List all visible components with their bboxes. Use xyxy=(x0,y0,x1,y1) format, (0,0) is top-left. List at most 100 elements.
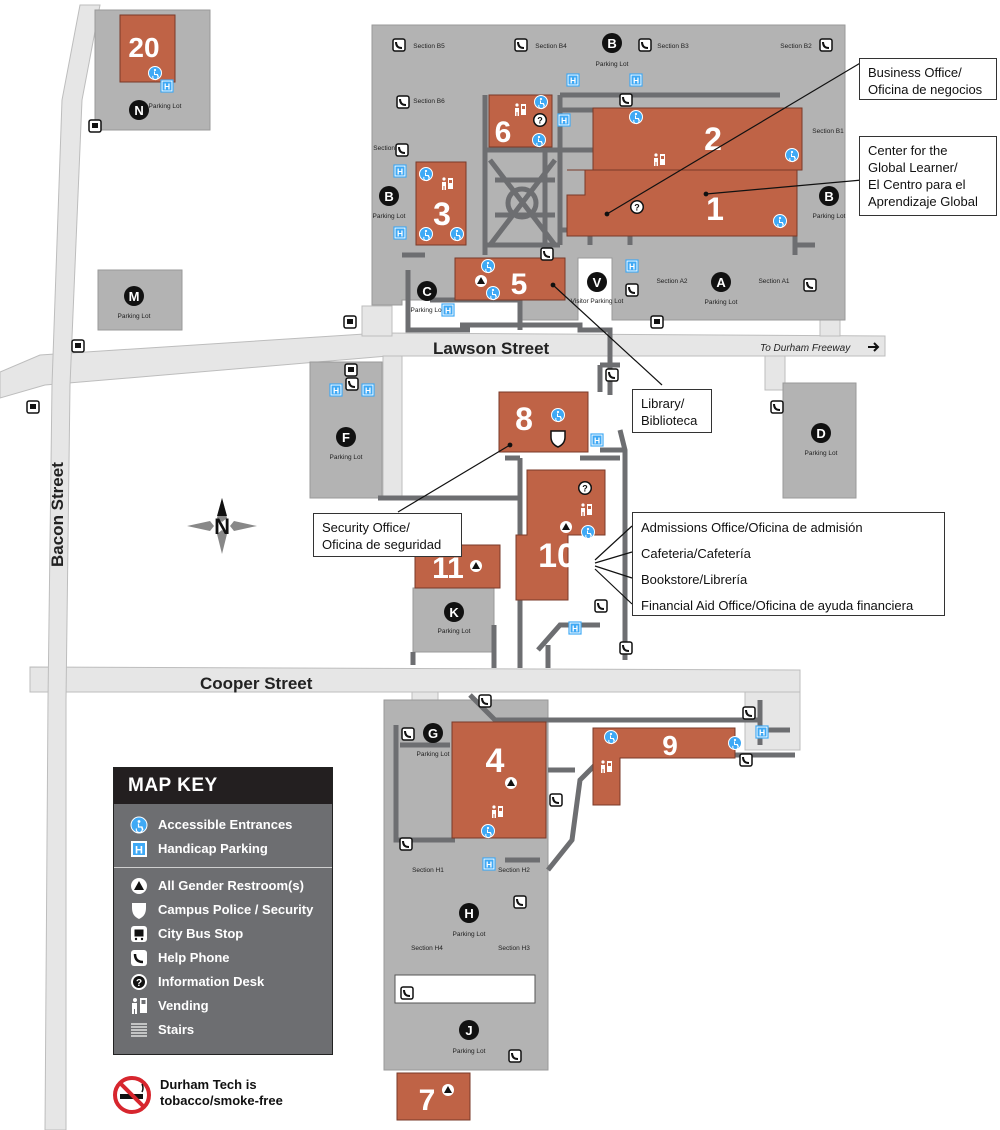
svg-text:?: ? xyxy=(136,978,142,989)
building-20 xyxy=(119,14,176,83)
building-20-label: 20 xyxy=(128,32,159,63)
bacon-street-label: Bacon Street xyxy=(48,462,67,567)
svg-text:Parking Lot: Parking Lot xyxy=(330,454,363,461)
global-line-2: Global Learner/ xyxy=(868,160,958,175)
no-smoking-notice: Durham Tech is tobacco/smoke-free xyxy=(112,1075,352,1115)
building-8-label: 8 xyxy=(515,401,533,437)
library-line-1: Library/ xyxy=(641,396,685,411)
lot-k: K xyxy=(444,602,464,622)
svg-text:Section H2: Section H2 xyxy=(498,867,530,874)
lot-markers: B Parking Lot B Parking Lot B Parking Lo… xyxy=(118,33,846,1055)
no-smoking-icon xyxy=(113,1076,151,1114)
svg-text:Parking Lot: Parking Lot xyxy=(118,313,151,320)
svg-text:Parking Lot: Parking Lot xyxy=(417,751,450,758)
svg-text:Parking Lot: Parking Lot xyxy=(411,307,444,314)
lot-c: C xyxy=(417,281,437,301)
svg-text:Section B3: Section B3 xyxy=(657,43,689,50)
business-line-1: Business Office/ xyxy=(868,65,962,80)
global-line-3: El Centro para el xyxy=(868,177,966,192)
building-7-label: 7 xyxy=(419,1084,436,1117)
svg-text:Section H4: Section H4 xyxy=(411,945,443,952)
no-smoking-line-1: Durham Tech is xyxy=(160,1077,257,1092)
svg-text:Section B5: Section B5 xyxy=(413,43,445,50)
svg-text:Section A2: Section A2 xyxy=(656,278,687,285)
library-line-2: Biblioteca xyxy=(641,413,698,428)
info-desk-icon: ? xyxy=(131,974,147,990)
building-6-label: 6 xyxy=(495,116,512,149)
financial-aid-line: Financial Aid Office/Oficina de ayuda fi… xyxy=(641,598,914,613)
lot-d: D xyxy=(811,423,831,443)
lot-f: F xyxy=(336,427,356,447)
svg-text:B: B xyxy=(824,189,833,204)
bookstore-line: Bookstore/Librería xyxy=(641,572,748,587)
freeway-arrow-icon xyxy=(868,342,880,352)
svg-text:Parking Lot: Parking Lot xyxy=(373,213,406,220)
svg-text:K: K xyxy=(449,605,459,620)
building-9 xyxy=(592,727,736,806)
svg-text:Visitor Parking Lot: Visitor Parking Lot xyxy=(571,298,624,305)
svg-text:H: H xyxy=(464,906,473,921)
compass-icon: N xyxy=(187,498,257,554)
restroom-icon xyxy=(131,878,147,894)
police-shield-icon xyxy=(132,903,146,919)
vending-icon xyxy=(132,998,147,1014)
svg-text:Parking Lot: Parking Lot xyxy=(438,628,471,635)
svg-text:C: C xyxy=(422,284,432,299)
business-line-2: Oficina de negocios xyxy=(868,82,983,97)
business-office-callout: Business Office/ Oficina de negocios xyxy=(859,58,997,100)
svg-text:J: J xyxy=(465,1023,472,1038)
lot-h: H xyxy=(459,903,479,923)
security-office-callout: Security Office/ Oficina de seguridad xyxy=(313,513,462,557)
svg-text:Parking Lot: Parking Lot xyxy=(149,103,182,110)
bus-stop-icon xyxy=(131,926,147,942)
building-11-label: 11 xyxy=(432,552,464,585)
cafeteria-line: Cafeteria/Cafetería xyxy=(641,546,751,561)
lot-n: N xyxy=(129,100,149,120)
section-labels: Section B5 Section B4 Section B3 Section… xyxy=(373,43,844,952)
building-3-label: 3 xyxy=(433,196,451,232)
building-8 xyxy=(498,391,589,453)
no-smoking-line-2: tobacco/smoke-free xyxy=(160,1093,283,1108)
svg-text:Parking Lot: Parking Lot xyxy=(805,450,838,457)
building-2-label: 2 xyxy=(704,121,722,157)
svg-text:Parking Lot: Parking Lot xyxy=(453,931,486,938)
svg-text:N: N xyxy=(134,103,143,118)
global-line-4: Aprendizaje Global xyxy=(868,194,978,209)
svg-text:Section B4: Section B4 xyxy=(535,43,567,50)
lot-m: M xyxy=(124,286,144,306)
lot-j: J xyxy=(459,1020,479,1040)
callout-leaders xyxy=(397,61,863,605)
map-key: MAP KEY Accessible Entrances H Handicap … xyxy=(113,767,333,1055)
lot-b-top: B xyxy=(602,33,622,53)
lot-a: A xyxy=(711,272,731,292)
building-10-label: 10 xyxy=(538,537,576,575)
svg-text:Parking Lot: Parking Lot xyxy=(596,61,629,68)
cooper-street-label: Cooper Street xyxy=(200,674,313,693)
building-1-label: 1 xyxy=(706,191,724,227)
svg-text:Section B7: Section B7 xyxy=(373,145,405,152)
library-callout: Library/ Biblioteca xyxy=(632,389,712,433)
svg-text:H: H xyxy=(135,845,143,857)
svg-text:D: D xyxy=(816,426,825,441)
building-2 xyxy=(592,107,803,171)
lawson-street-label: Lawson Street xyxy=(433,339,550,358)
building-9-label: 9 xyxy=(662,730,678,761)
map-key-title: MAP KEY xyxy=(114,768,332,804)
building-1 xyxy=(566,169,798,237)
svg-text:F: F xyxy=(342,430,350,445)
global-learner-callout: Center for the Global Learner/ El Centro… xyxy=(859,136,997,216)
svg-text:Section A1: Section A1 xyxy=(758,278,789,285)
security-line-1: Security Office/ xyxy=(322,520,410,535)
lot-b-right: B xyxy=(819,186,839,206)
svg-text:Parking Lot: Parking Lot xyxy=(453,1048,486,1055)
lot-g: G xyxy=(423,723,443,743)
admissions-callout: Admissions Office/Oficina de admisión Ca… xyxy=(632,512,945,616)
building-3 xyxy=(415,161,467,246)
svg-text:B: B xyxy=(607,36,616,51)
svg-text:Section H1: Section H1 xyxy=(412,867,444,874)
durham-freeway-label: To Durham Freeway xyxy=(760,343,851,354)
svg-text:Section B1: Section B1 xyxy=(812,128,844,135)
building-7 xyxy=(396,1072,471,1121)
handicap-parking-icon: H xyxy=(131,841,147,857)
svg-text:M: M xyxy=(129,289,140,304)
